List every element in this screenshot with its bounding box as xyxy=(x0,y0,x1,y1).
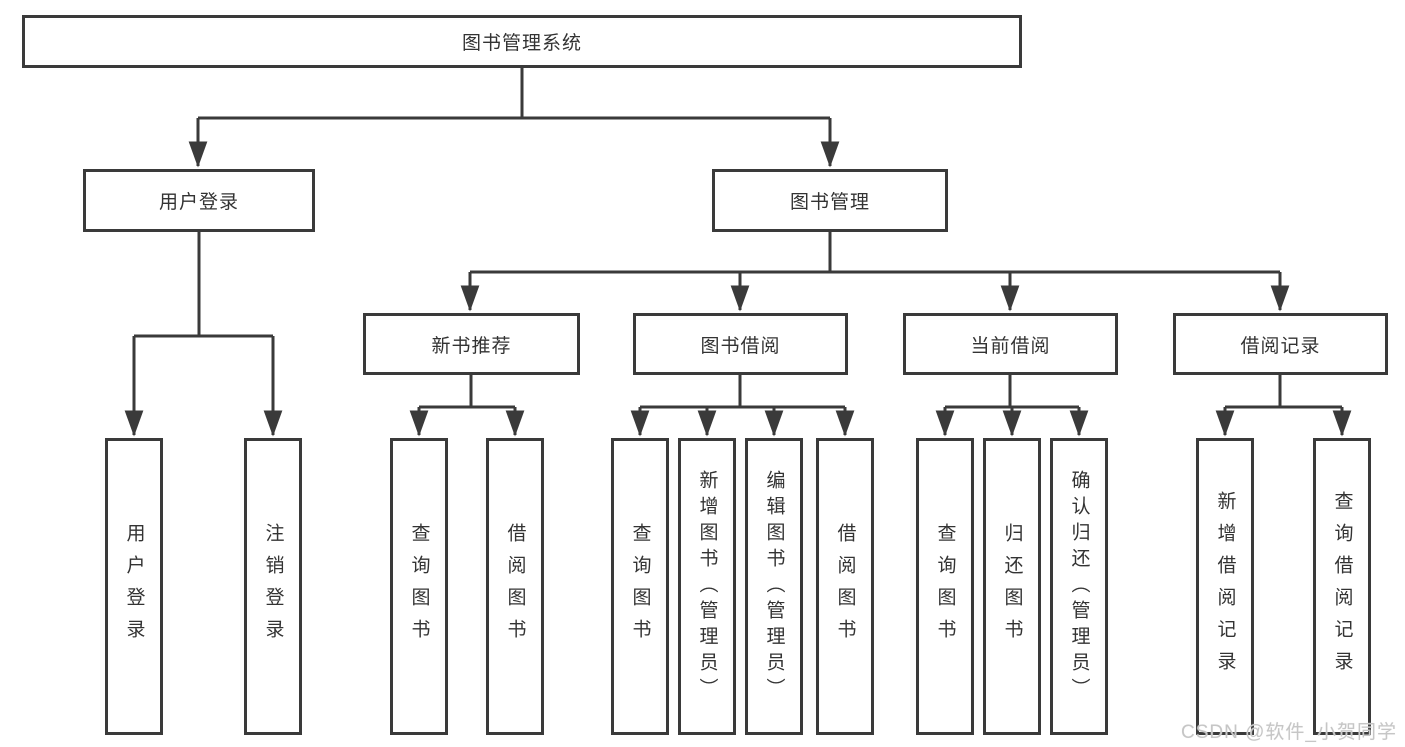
node-book-borrowing: 图书借阅 xyxy=(633,313,848,375)
node-label: 查询图书 xyxy=(934,522,956,651)
node-label: 查询图书 xyxy=(629,522,651,651)
leaf-add-books-admin: 新增图书（管理员） xyxy=(678,438,736,735)
node-label: 用户登录 xyxy=(123,522,145,651)
leaf-logout: 注销登录 xyxy=(244,438,302,735)
node-label: 查询图书 xyxy=(408,522,430,651)
node-label: 借阅图书 xyxy=(834,522,856,651)
leaf-query-books-borrowing: 查询图书 xyxy=(611,438,669,735)
leaf-confirm-return-admin: 确认归还（管理员） xyxy=(1050,438,1108,735)
leaf-user-login: 用户登录 xyxy=(105,438,163,735)
leaf-add-borrow-record: 新增借阅记录 xyxy=(1196,438,1254,735)
node-new-book-recommendation: 新书推荐 xyxy=(363,313,580,375)
node-label: 新增图书（管理员） xyxy=(696,469,718,704)
node-user-login: 用户登录 xyxy=(83,169,315,232)
node-label: 确认归还（管理员） xyxy=(1068,469,1090,704)
leaf-borrow-books-recommend: 借阅图书 xyxy=(486,438,544,735)
node-label: 当前借阅 xyxy=(970,335,1051,357)
node-label: 借阅图书 xyxy=(504,522,526,651)
node-label: 用户登录 xyxy=(158,192,239,213)
node-library-management-system: 图书管理系统 xyxy=(22,15,1022,68)
leaf-query-books-recommend: 查询图书 xyxy=(390,438,448,735)
node-label: 借阅记录 xyxy=(1240,335,1321,357)
node-label: 编辑图书（管理员） xyxy=(763,469,785,704)
node-label: 新增借阅记录 xyxy=(1214,490,1236,683)
node-current-borrowing: 当前借阅 xyxy=(903,313,1118,375)
node-label: 归还图书 xyxy=(1001,522,1023,651)
leaf-borrow-books: 借阅图书 xyxy=(816,438,874,735)
leaf-query-borrow-record: 查询借阅记录 xyxy=(1313,438,1371,735)
leaf-return-books: 归还图书 xyxy=(983,438,1041,735)
leaf-query-books-current: 查询图书 xyxy=(916,438,974,735)
node-label: 图书管理 xyxy=(789,192,870,213)
csdn-watermark: CSDN @软件_小贺同学 xyxy=(1181,722,1397,743)
leaf-edit-books-admin: 编辑图书（管理员） xyxy=(745,438,803,735)
node-book-management: 图书管理 xyxy=(712,169,948,232)
node-label: 注销登录 xyxy=(262,522,284,651)
node-label: 新书推荐 xyxy=(431,335,512,357)
node-label: 图书管理系统 xyxy=(461,33,582,54)
node-borrowing-records: 借阅记录 xyxy=(1173,313,1388,375)
node-label: 查询借阅记录 xyxy=(1331,490,1353,683)
node-label: 图书借阅 xyxy=(700,335,781,357)
